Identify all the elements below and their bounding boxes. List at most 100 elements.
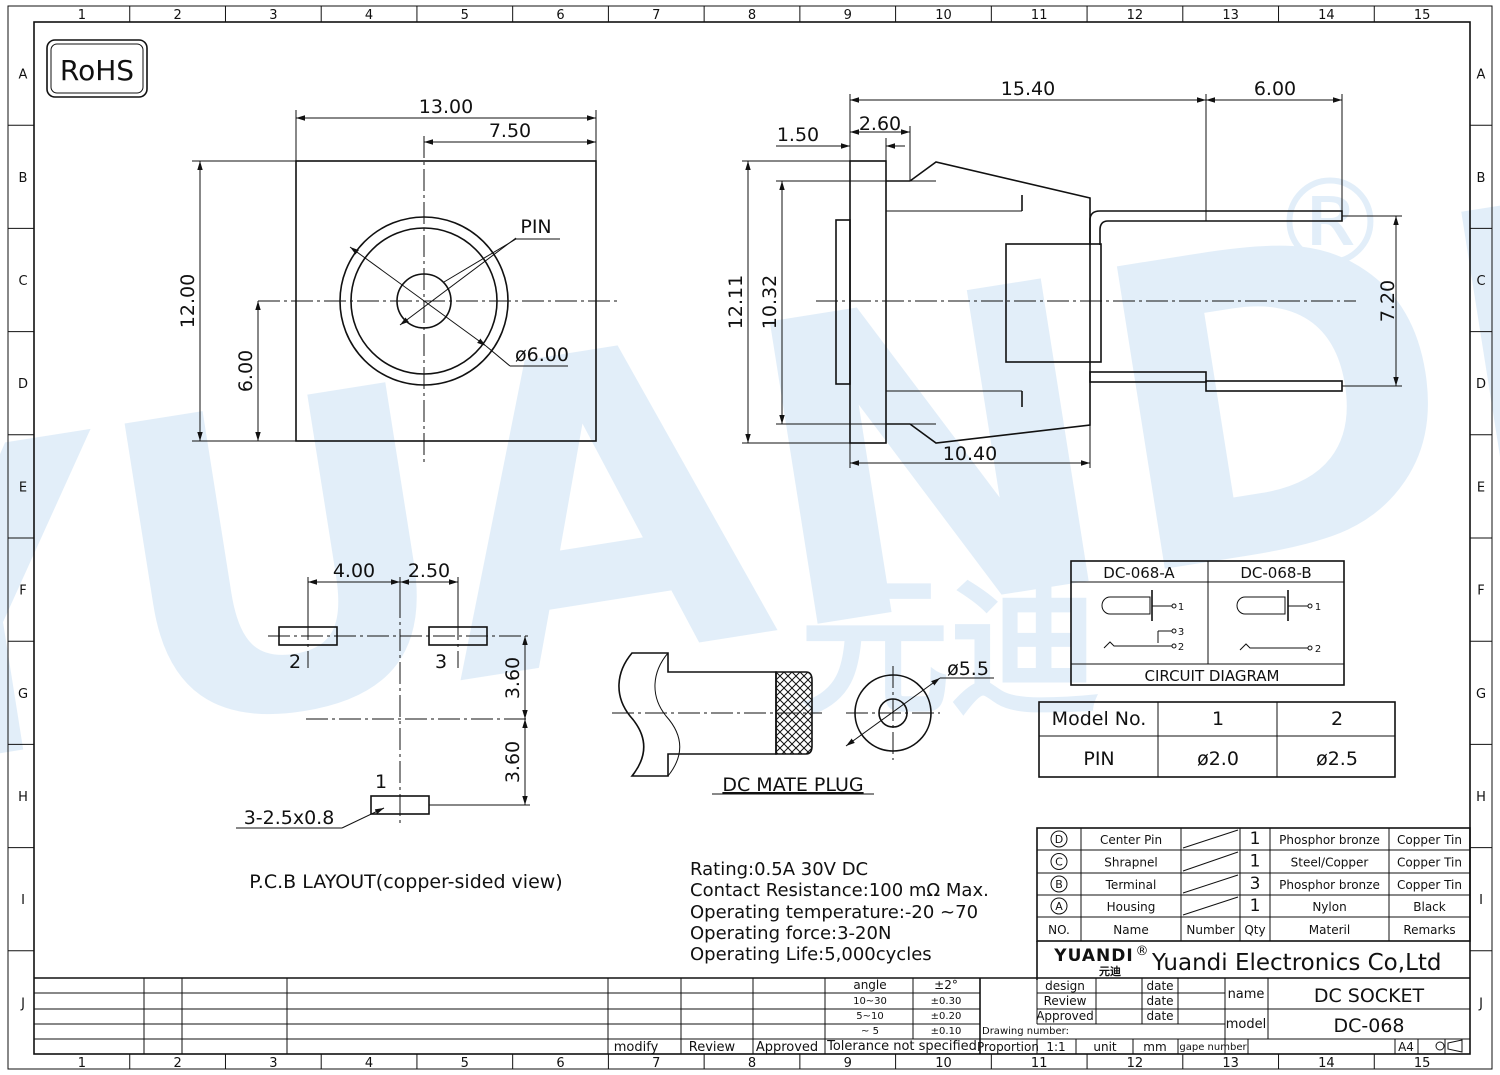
- frame-column-label: 6: [556, 8, 564, 23]
- frame-column-label: 8: [748, 8, 756, 23]
- model-row-1: ø2.0: [1197, 748, 1239, 770]
- dim-half-width: 7.50: [489, 120, 531, 142]
- drawing-number-label: Drawing number:: [982, 1026, 1069, 1037]
- bom-no-circle: [1050, 853, 1068, 870]
- pad-label-2: 2: [289, 651, 301, 673]
- frame-row-label: B: [19, 171, 28, 186]
- spec-line: Operating Life:5,000cycles: [690, 944, 932, 965]
- frame-column-label: 12: [1127, 1056, 1144, 1071]
- bom-no-circle: [1050, 875, 1068, 893]
- bom-cell-no: NO.: [1048, 923, 1070, 937]
- pad-label-1: 1: [375, 771, 387, 793]
- bom-cell-remarks: Copper Tin: [1397, 878, 1462, 892]
- bom-cell-no: C: [1055, 856, 1063, 869]
- frame-row-label: D: [18, 377, 28, 392]
- frame-row-label: I: [21, 893, 25, 908]
- frame-column-label: 10: [935, 8, 952, 23]
- tolerance-value: ±0.20: [931, 1011, 962, 1022]
- bom-cell-qty: Qty: [1244, 923, 1265, 937]
- signoff-design: design: [1045, 979, 1085, 993]
- bom-cell-qty: 1: [1250, 896, 1261, 916]
- dim-width: 13.00: [419, 96, 473, 118]
- bom-cell-qty: 1: [1250, 852, 1261, 872]
- pcb-dim-c: 3.60: [502, 657, 524, 699]
- bom-no-circle: [1050, 830, 1068, 848]
- frame-row-label: J: [20, 996, 25, 1011]
- bom-cell-name: Terminal: [1105, 878, 1157, 892]
- drawing-frame: 1122334455667788991010111112121313141415…: [7, 5, 1493, 1071]
- model-table: Model No. 1 2 PIN ø2.0 ø2.5: [1038, 701, 1396, 778]
- tolerance-value: ±2°: [934, 978, 958, 992]
- company-name: Yuandi Electronics Co,Ltd: [1151, 950, 1442, 976]
- frame-column-label: 1: [78, 8, 86, 23]
- watermark-registered-mark: ®: [1270, 155, 1390, 294]
- frame-column-label: 13: [1222, 8, 1239, 23]
- frame-column-label: 14: [1318, 1056, 1335, 1071]
- bom-cell-remarks: Copper Tin: [1397, 833, 1462, 847]
- frame-column-label: 4: [365, 8, 373, 23]
- model-row-2: ø2.5: [1316, 748, 1358, 770]
- frame-column-label: 5: [461, 1056, 469, 1071]
- frame-row-label: A: [1477, 68, 1486, 83]
- dim-height-outer: 12.11: [725, 275, 747, 329]
- frame-column-label: 15: [1414, 8, 1431, 23]
- front-view: 13.00 7.50 12.00 6.00 PIN ø6.00: [177, 96, 618, 465]
- pin-label: PIN: [520, 216, 551, 238]
- watermark: YUANDI ® 元迪: [0, 112, 1500, 880]
- dim-flange: 1.50: [777, 124, 819, 146]
- model-header-1: 1: [1212, 708, 1224, 730]
- unit-label: unit: [1093, 1040, 1117, 1054]
- company-logo-mark: ®: [1136, 944, 1149, 959]
- revision-col-modify: modify: [614, 1040, 659, 1055]
- frame-row-label: F: [1477, 584, 1484, 599]
- frame-column-label: 11: [1031, 1056, 1048, 1071]
- frame-column-label: 15: [1414, 1056, 1431, 1071]
- bom-cell-material: Phosphor bronze: [1279, 833, 1380, 847]
- dim-height-inner: 10.32: [759, 275, 781, 329]
- frame-column-label: 1: [78, 1056, 86, 1071]
- bom-cell-remarks: Remarks: [1403, 923, 1455, 937]
- dim-length: 15.40: [1001, 78, 1055, 100]
- frame-row-label: H: [18, 790, 28, 805]
- dc-mate-plug: ø5.5 DC MATE PLUG: [612, 652, 994, 796]
- plug-diameter-label: ø5.5: [947, 658, 989, 680]
- frame-column-label: 7: [652, 8, 660, 23]
- spec-line: Contact Resistance:100 mΩ Max.: [690, 880, 989, 901]
- bom-cell-name: Name: [1113, 923, 1148, 937]
- diameter-label: ø6.00: [515, 344, 569, 366]
- frame-row-label: G: [1476, 687, 1486, 702]
- circuit-col-a: DC-068-A: [1103, 564, 1175, 582]
- frame-column-label: 13: [1222, 1056, 1239, 1071]
- pcb-layout: 4.00 2.50 3.60 3.60 2 3 1 3-2.5x0.8 P.C.…: [236, 560, 563, 893]
- frame-column-label: 2: [173, 8, 181, 23]
- frame-column-label: 10: [935, 1056, 952, 1071]
- bom-cell-number: Number: [1186, 923, 1234, 937]
- frame-column-label: 2: [173, 1056, 181, 1071]
- bom-cell-name: Housing: [1107, 900, 1156, 914]
- dim-pins: 6.00: [1254, 78, 1296, 100]
- bom-cell-name: Shrapnel: [1104, 856, 1157, 870]
- spec-line: Rating:0.5A 30V DC: [690, 859, 868, 880]
- model-label: model: [1226, 1017, 1266, 1032]
- bom-cell-material: Phosphor bronze: [1279, 878, 1380, 892]
- frame-row-label: A: [19, 68, 28, 83]
- company-block: YUANDI ® 元迪 Yuandi Electronics Co,Ltd: [1053, 944, 1441, 978]
- unit-value: mm: [1143, 1040, 1166, 1054]
- bom-cell-no: A: [1055, 900, 1063, 913]
- signoff-date-label: date: [1146, 994, 1173, 1008]
- frame-column-label: 4: [365, 1056, 373, 1071]
- model-header-label: Model No.: [1052, 708, 1147, 730]
- frame-row-label: E: [1477, 480, 1485, 495]
- model-value: DC-068: [1333, 1015, 1404, 1037]
- tolerance-value: ±0.30: [931, 996, 962, 1007]
- pcb-caption: P.C.B LAYOUT(copper-sided view): [249, 871, 562, 893]
- paper-size: A4: [1398, 1040, 1414, 1054]
- frame-column-label: 7: [652, 1056, 660, 1071]
- frame-row-label: H: [1476, 790, 1486, 805]
- bom-cell-no: B: [1055, 878, 1063, 891]
- frame-row-label: I: [1479, 893, 1483, 908]
- frame-row-label: D: [1476, 377, 1486, 392]
- frame-row-label: F: [19, 584, 26, 599]
- frame-column-label: 3: [269, 8, 277, 23]
- signoff-review: Review: [1044, 994, 1087, 1008]
